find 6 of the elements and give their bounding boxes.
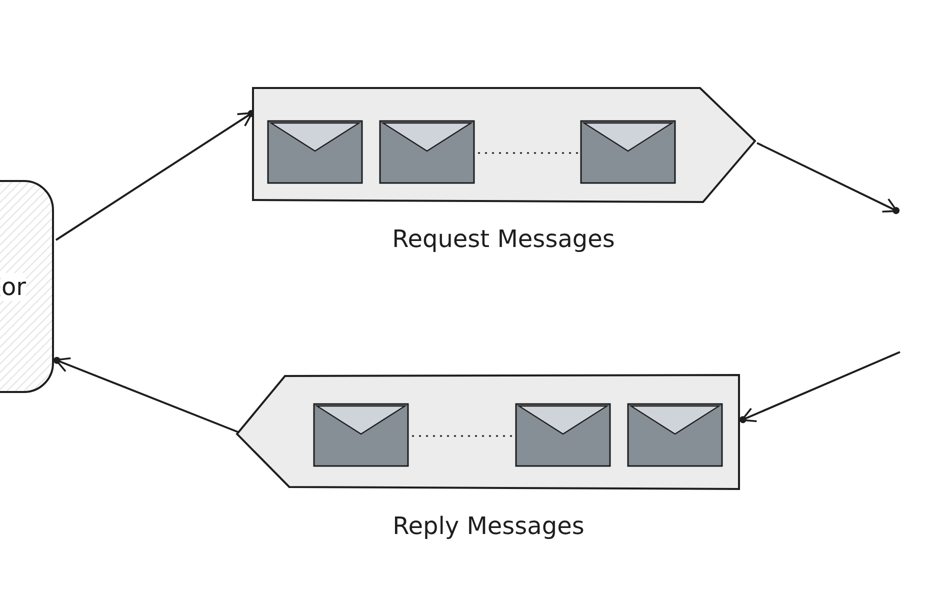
arrow <box>52 356 238 433</box>
arrow <box>756 142 900 215</box>
queue-label: Reply Messages <box>392 512 584 540</box>
queue-label: Request Messages <box>392 225 615 253</box>
node-label: or <box>1 272 26 300</box>
arrow <box>738 351 900 424</box>
